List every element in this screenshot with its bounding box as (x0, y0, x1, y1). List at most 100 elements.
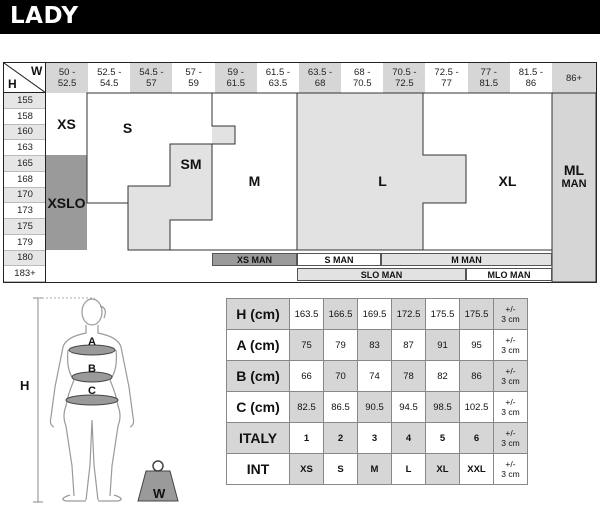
zone-xs-label: XS (57, 116, 76, 132)
zone-ml: ML MAN (552, 163, 596, 191)
zone-l-label: L (378, 173, 387, 189)
w-header-cell: 81.5 - 86 (518, 67, 544, 89)
band-c (65, 394, 119, 406)
table-cell: 86.5 (323, 391, 358, 423)
zone-m-label: M (248, 173, 261, 189)
row-label: A (cm) (226, 329, 290, 361)
zone-xslo: XSLO (46, 155, 87, 250)
h-row-cell: 173 (4, 203, 46, 219)
table-cell: 82 (425, 360, 460, 392)
table-cell: M (357, 453, 392, 485)
table-cell: 87 (391, 329, 426, 361)
w-header-cell: 77 - 81.5 (467, 63, 510, 93)
w-header-cell: 61.5 - 63.5 (265, 67, 291, 89)
table-cell: 66 (289, 360, 324, 392)
label-h: H (20, 378, 30, 393)
table-cell: 90.5 (357, 391, 392, 423)
table-cell: 79 (323, 329, 358, 361)
grid-corner: W H (4, 63, 46, 93)
zone-m: M (232, 170, 277, 192)
table-cell: 91 (425, 329, 460, 361)
band-m-man: M MAN (381, 253, 552, 266)
band-b (71, 371, 113, 383)
table-cell: 98.5 (425, 391, 460, 423)
table-cell: XXL (459, 453, 494, 485)
table-cell: 172.5 (391, 298, 426, 330)
tolerance-cell: +/- 3 cm (493, 329, 528, 361)
label-b: B (88, 363, 96, 375)
page-title: LADY (10, 3, 79, 29)
table-cell: 86 (459, 360, 494, 392)
zone-s-label: S (122, 120, 133, 136)
silhouette (49, 298, 135, 502)
w-header-cell: 86+ (552, 63, 596, 93)
tolerance-cell: +/- 3 cm (493, 298, 528, 330)
row-label: ITALY (226, 422, 290, 454)
row-label: C (cm) (226, 391, 290, 423)
row-label: B (cm) (226, 360, 290, 392)
table-cell: 175.5 (425, 298, 460, 330)
label-c: C (88, 385, 96, 397)
table-cell: 82.5 (289, 391, 324, 423)
zone-s: S (105, 118, 150, 138)
table-cell: 6 (459, 422, 494, 454)
table-cell: 4 (391, 422, 426, 454)
zone-man-label: MAN (561, 178, 587, 190)
h-row-cell: 163 (4, 140, 46, 156)
w-header-cell: 68 - 70.5 (352, 67, 372, 89)
band-slo-man: SLO MAN (297, 268, 466, 281)
table-cell: 78 (391, 360, 426, 392)
table-cell: 94.5 (391, 391, 426, 423)
table-cell: 102.5 (459, 391, 494, 423)
h-row-cell: 160 (4, 124, 46, 141)
h-col-divider (45, 93, 46, 282)
row-label: INT (226, 453, 290, 485)
table-cell: 2 (323, 422, 358, 454)
table-cell: S (323, 453, 358, 485)
w-header-cell: 70.5 - 72.5 (383, 63, 426, 93)
row-label: H (cm) (226, 298, 290, 330)
zone-shapes (86, 92, 597, 283)
band-a (68, 344, 116, 356)
w-header-cell: 59 - 61.5 (214, 63, 257, 93)
zone-sm-label: SM (180, 156, 202, 172)
h-row-cell: 179 (4, 235, 46, 251)
w-header-cell: 54.5 - 57 (130, 63, 173, 93)
tolerance-cell: +/- 3 cm (493, 453, 528, 485)
label-w: W (153, 486, 166, 501)
w-header-cell: 50 - 52.5 (46, 63, 89, 93)
band-s-man: S MAN (297, 253, 381, 266)
label-a: A (88, 336, 96, 348)
weight-icon (137, 470, 179, 502)
table-cell: 175.5 (459, 298, 494, 330)
h-row-cell: 170 (4, 187, 46, 204)
zone-xs: XS (46, 93, 87, 155)
zone-l: L (360, 170, 405, 192)
h-row-cell: 168 (4, 172, 46, 188)
h-row-cell: 180 (4, 250, 46, 267)
w-header-cell: 63.5 - 68 (299, 63, 342, 93)
h-row-cell: 155 (4, 93, 46, 109)
table-cell: 166.5 (323, 298, 358, 330)
title-bar (0, 0, 600, 34)
table-cell: 163.5 (289, 298, 324, 330)
body-figure (33, 297, 179, 503)
tolerance-cell: +/- 3 cm (493, 422, 528, 454)
h-row-cell: 158 (4, 109, 46, 125)
band-xs-man: XS MAN (212, 253, 297, 266)
w-header-cell: 52.5 - 54.5 (97, 67, 122, 89)
zone-ml-shape (551, 92, 597, 283)
w-label: W (31, 64, 43, 78)
h-row-cell: 165 (4, 156, 46, 172)
w-header-cell: 72.5 - 77 (434, 67, 459, 89)
table-cell: 5 (425, 422, 460, 454)
table-cell: 3 (357, 422, 392, 454)
table-cell: 74 (357, 360, 392, 392)
h-row-cell: 183+ (4, 266, 46, 282)
